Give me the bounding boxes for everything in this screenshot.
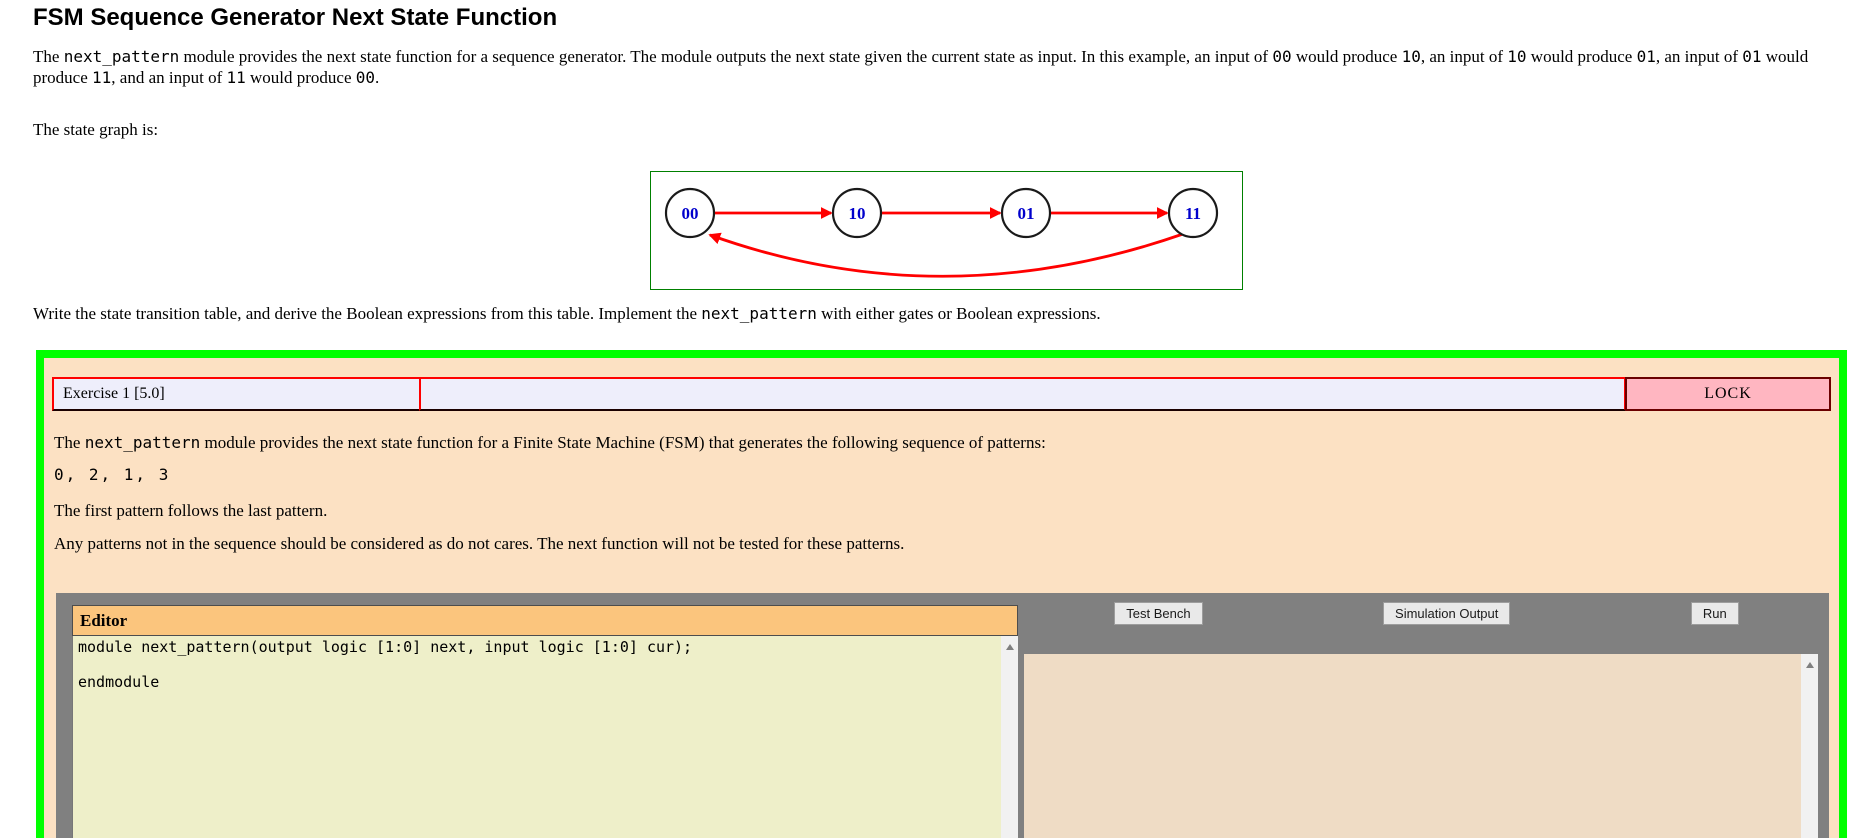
text-segment: , and an input of	[111, 68, 227, 87]
simulation-area: Test Bench Simulation Output Run	[1024, 593, 1829, 838]
text-segment: with either gates or Boolean expressions…	[816, 304, 1101, 323]
editor-header: Editor	[72, 605, 1018, 636]
intro-paragraph: The next_pattern module provides the nex…	[33, 46, 1835, 88]
exercise-description-1: The next_pattern module provides the nex…	[54, 432, 1824, 453]
scroll-up-arrow-icon[interactable]	[1805, 662, 1814, 668]
page-title: FSM Sequence Generator Next State Functi…	[33, 4, 558, 31]
output-scrollbar[interactable]	[1801, 654, 1818, 838]
text-segment: .	[375, 68, 380, 87]
run-button[interactable]: Run	[1690, 602, 1739, 625]
workspace: Editor module next_pattern(output logic …	[56, 593, 1829, 838]
workspace-toolbar: Test Bench Simulation Output Run	[1024, 593, 1829, 625]
test-bench-button[interactable]: Test Bench	[1114, 602, 1203, 625]
state-graph-svg: 00 10 01 11	[664, 187, 1219, 278]
state-graph-diagram: 00 10 01 11	[650, 171, 1243, 290]
inline-code: next_pattern	[84, 433, 201, 452]
exercise-header-row: Exercise 1 [5.0] LOCK	[52, 377, 1831, 411]
lock-button[interactable]: LOCK	[1625, 377, 1831, 411]
exercise-description-2: The first pattern follows the last patte…	[54, 501, 328, 520]
inline-code: next_pattern	[701, 304, 817, 323]
text-segment: would produce	[245, 68, 356, 87]
inline-code: 11	[226, 68, 246, 87]
pattern-sequence: 0, 2, 1, 3	[54, 465, 171, 484]
editor-panel: Editor module next_pattern(output logic …	[72, 605, 1018, 838]
instructions-paragraph: Write the state transition table, and de…	[33, 303, 1835, 324]
text-segment: , an input of	[1655, 47, 1743, 66]
svg-text:00: 00	[682, 204, 699, 223]
text-segment: The	[54, 433, 85, 452]
text-segment: module provides the next state function …	[200, 433, 1046, 452]
text-segment: Write the state transition table, and de…	[33, 304, 702, 323]
svg-text:01: 01	[1018, 204, 1035, 223]
inline-code: 01	[1742, 47, 1762, 66]
inline-code: 01	[1636, 47, 1656, 66]
svg-text:11: 11	[1185, 204, 1201, 223]
text-segment: would produce	[33, 47, 1809, 87]
simulation-output-panel	[1024, 654, 1818, 838]
inline-code: 10	[1507, 47, 1527, 66]
simulation-output-button[interactable]: Simulation Output	[1383, 602, 1511, 625]
inline-code: 10	[1401, 47, 1421, 66]
text-segment: module provides the next state function …	[179, 47, 1273, 66]
text-segment: , an input of	[1420, 47, 1508, 66]
code-editor[interactable]: module next_pattern(output logic [1:0] n…	[72, 636, 1001, 838]
text-segment: would produce	[1526, 47, 1637, 66]
svg-text:10: 10	[849, 204, 866, 223]
inline-code: 11	[92, 68, 112, 87]
editor-scrollbar[interactable]	[1001, 636, 1018, 838]
inline-code: next_pattern	[63, 47, 180, 66]
editor-body: module next_pattern(output logic [1:0] n…	[72, 636, 1018, 838]
text-segment: would produce	[1291, 47, 1402, 66]
exercise-header-spacer	[419, 377, 1626, 411]
exercise-title-cell: Exercise 1 [5.0]	[52, 377, 421, 411]
state-graph-caption: The state graph is:	[33, 120, 159, 139]
inline-code: 00	[355, 68, 376, 87]
text-segment: The	[33, 47, 64, 66]
exercise-panel: Exercise 1 [5.0] LOCK The next_pattern m…	[36, 350, 1847, 838]
scroll-up-arrow-icon[interactable]	[1005, 644, 1014, 650]
inline-code: 00	[1272, 47, 1292, 66]
exercise-description-3: Any patterns not in the sequence should …	[54, 534, 905, 553]
